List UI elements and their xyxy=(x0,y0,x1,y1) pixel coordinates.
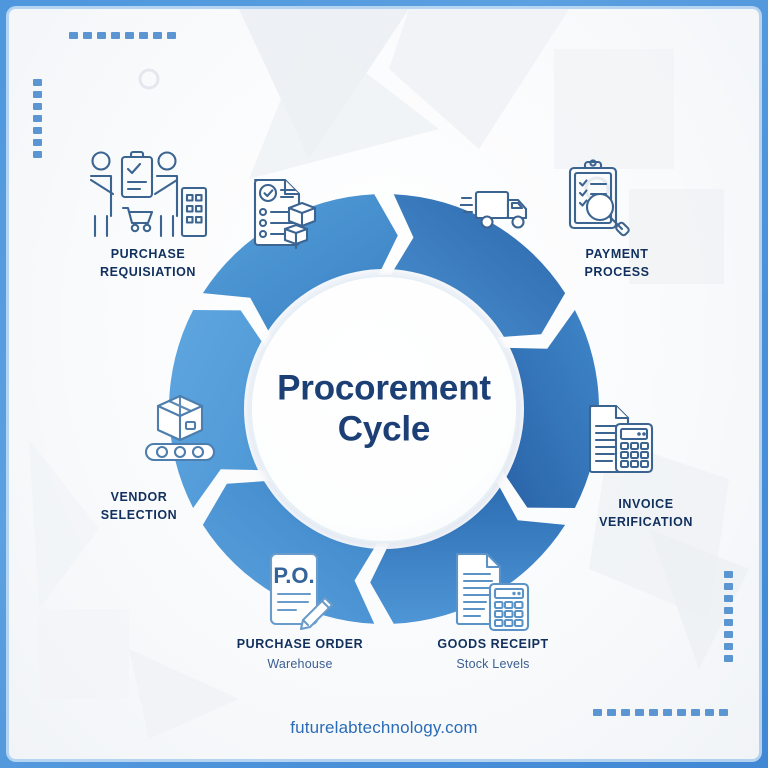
decor-dot xyxy=(691,709,700,716)
step-label-invoice-verification[interactable]: INVOICE VERIFICATION xyxy=(571,495,721,531)
cycle-segment-goods-receipt[interactable] xyxy=(202,480,378,624)
step-label-purchase-order[interactable]: PURCHASE ORDER Warehouse xyxy=(225,635,375,673)
decor-dot xyxy=(33,115,42,122)
decor-dots-bottom-right-row xyxy=(593,709,733,716)
step-label-line2: REQUISIATION xyxy=(100,265,196,280)
decor-dot xyxy=(649,709,658,716)
cycle-segment-purchase-requisition[interactable] xyxy=(390,194,566,338)
step-label-line1: INVOICE xyxy=(618,497,674,511)
decor-dot xyxy=(33,139,42,146)
decor-dots-top-left-row xyxy=(69,32,181,39)
step-label-line1: GOODS RECEIPT xyxy=(437,637,549,651)
step-sublabel: Warehouse xyxy=(267,657,333,672)
decor-dot xyxy=(97,32,106,39)
decor-dot xyxy=(33,151,42,158)
step-label-line1: PAYMENT xyxy=(585,247,649,261)
checklist-packages-icon xyxy=(249,176,323,252)
delivery-truck-icon xyxy=(460,184,532,234)
step-label-line2: PROCESS xyxy=(584,265,650,280)
decor-dots-bottom-right-column xyxy=(724,571,733,667)
decor-dot xyxy=(33,79,42,86)
decor-dots-top-left-column xyxy=(33,79,42,163)
decor-dot xyxy=(635,709,644,716)
decor-dot xyxy=(724,643,733,650)
po-document-pencil-icon: P.O. xyxy=(265,550,337,630)
decor-dot xyxy=(724,631,733,638)
cycle-segment-payment-process[interactable] xyxy=(502,310,599,508)
decor-dot xyxy=(167,32,176,39)
footer-website-url[interactable]: futurelabtechnology.com xyxy=(290,718,478,737)
decor-dot xyxy=(69,32,78,39)
cycle-segment-invoice-verification[interactable] xyxy=(370,480,566,624)
document-calculator-icon xyxy=(586,394,656,480)
step-label-line1: VENDOR xyxy=(110,490,168,504)
step-label-line2: SELECTION xyxy=(100,508,178,523)
decor-dot xyxy=(724,595,733,602)
decor-dot xyxy=(621,709,630,716)
decor-dot xyxy=(677,709,686,716)
cycle-segments-generated xyxy=(169,194,599,624)
svg-text:P.O.: P.O. xyxy=(273,563,314,588)
cycle-ring-svg xyxy=(169,194,599,624)
people-clipboard-cart-icon xyxy=(83,148,209,244)
decor-dot xyxy=(139,32,148,39)
cycle-hub xyxy=(250,275,518,543)
decor-dot xyxy=(724,655,733,662)
box-conveyor-icon xyxy=(140,392,220,464)
decor-dot xyxy=(125,32,134,39)
decor-dot xyxy=(83,32,92,39)
decor-dot xyxy=(33,127,42,134)
decor-dot xyxy=(111,32,120,39)
decor-dot xyxy=(724,607,733,614)
poster-inner-frame: Procorement Cycle PURCHASE REQUISIATION … xyxy=(9,9,759,759)
decor-dot xyxy=(719,709,728,716)
decor-dot xyxy=(724,583,733,590)
step-label-purchase-requisition[interactable]: PURCHASE REQUISIATION xyxy=(73,245,223,281)
procurement-cycle-wheel: Procorement Cycle xyxy=(154,179,614,639)
decor-dot xyxy=(153,32,162,39)
decor-dot xyxy=(663,709,672,716)
step-sublabel: Stock Levels xyxy=(456,657,530,672)
decor-dot xyxy=(33,103,42,110)
step-label-line1: PURCHASE xyxy=(110,247,186,261)
cycle-segment-vendor-selection[interactable] xyxy=(202,194,398,338)
decor-dot xyxy=(607,709,616,716)
receipt-calculator-icon xyxy=(453,552,533,632)
step-label-payment-process[interactable]: PAYMENT PROCESS xyxy=(542,245,692,281)
step-label-goods-receipt[interactable]: GOODS RECEIPT Stock Levels xyxy=(418,635,568,673)
decor-dot xyxy=(724,619,733,626)
decor-dot xyxy=(705,709,714,716)
decor-dot xyxy=(593,709,602,716)
decor-dot xyxy=(33,91,42,98)
step-label-line1: PURCHASE ORDER xyxy=(236,637,364,651)
background-geometry xyxy=(29,9,749,739)
decor-dot xyxy=(724,571,733,578)
clipboard-magnifier-icon xyxy=(564,159,630,239)
step-label-line2: VERIFICATION xyxy=(599,515,693,530)
step-label-vendor-selection[interactable]: VENDOR SELECTION xyxy=(64,488,214,524)
